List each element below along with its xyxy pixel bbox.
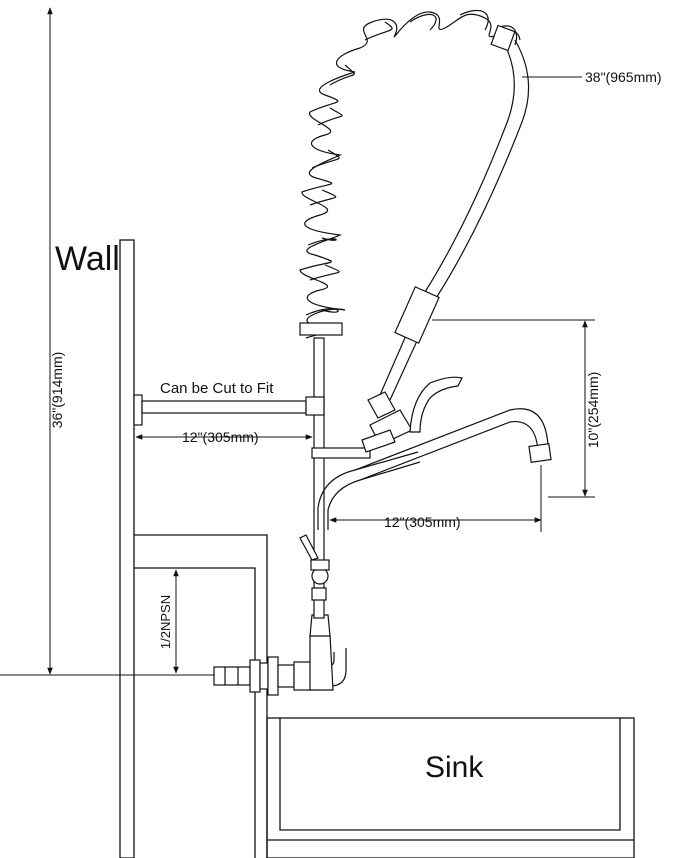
thread-dimension-label: 1/2NPSN: [158, 595, 173, 649]
hose-length-label: 38"(965mm): [585, 69, 662, 85]
wall-bracket-dimension-label: 12"(305mm): [182, 429, 259, 445]
spray-drop-dimension-label: 10"(254mm): [585, 372, 601, 449]
wall-bracket: [133, 394, 325, 426]
spout-dimension-label: 12"(305mm): [384, 514, 461, 530]
wall: [119, 239, 135, 858]
sink-label: Sink: [425, 751, 484, 784]
sink-basin: [266, 717, 635, 858]
base-elbow: [309, 614, 334, 691]
spray-drop-dimension: [432, 319, 595, 498]
spout-dimension: [329, 465, 542, 532]
supply-inlet: [213, 648, 347, 696]
height-dimension: [0, 7, 220, 676]
riser-pipe: [310, 337, 330, 619]
valve-lever-icon: [299, 534, 319, 561]
height-dimension-label: 36"(914mm): [49, 352, 65, 429]
spring-coil: [299, 9, 521, 339]
can-be-cut-label: Can be Cut to Fit: [160, 380, 274, 397]
spout: [311, 408, 552, 530]
hose-connector: [490, 24, 516, 52]
spray-valve: [361, 391, 413, 453]
wall-label: Wall: [55, 240, 120, 278]
spray-hose: [379, 39, 530, 401]
spray-handle-icon: [409, 376, 463, 433]
cabinet-frame: [134, 534, 268, 858]
